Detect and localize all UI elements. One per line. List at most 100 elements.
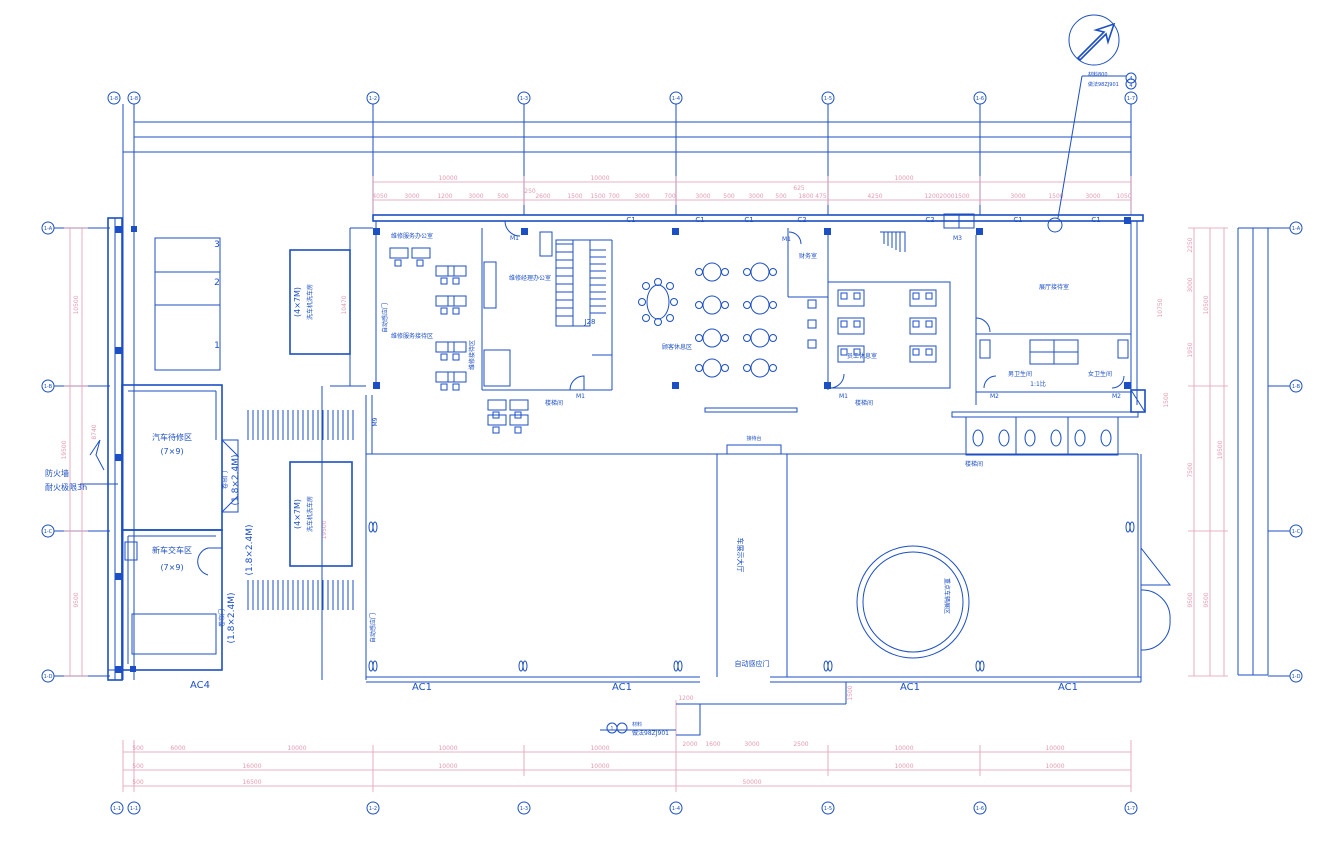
column-detail-marker: [1047, 217, 1063, 233]
ac-unit-icon: [372, 660, 378, 672]
wash-top-label: (4×7M): [293, 287, 302, 317]
dim-bottom-r2-3: 10000: [438, 763, 457, 770]
chair-icon: [769, 268, 777, 276]
dim-bottom-r2-5: 10000: [894, 763, 913, 770]
chair-icon: [695, 268, 703, 276]
dim-bottom-r2-6: 10000: [1045, 763, 1064, 770]
parking-lots: 3 2 1: [154, 237, 221, 371]
chair-icon: [670, 298, 678, 306]
desk: [509, 414, 529, 426]
dim-top-seg-4: 3000: [468, 193, 483, 200]
display-label: 重点车辆展区: [943, 578, 951, 614]
chair-icon: [440, 307, 448, 315]
female-wc-label: 女卫生间: [1088, 370, 1112, 378]
grid-label-top-1: 1-8: [110, 96, 118, 102]
delivery-door-icon: [197, 547, 222, 576]
dim-bottom-r2-4: 10000: [590, 763, 609, 770]
grid-bubbles-left: 1-A 1-B 1-C 1-D: [41, 221, 110, 683]
parking-lot-3: 3: [214, 240, 220, 250]
grid-label-top-2: 1-8: [130, 96, 138, 102]
lounge-tables: [638, 262, 777, 378]
desk: [435, 265, 455, 277]
delivery-area-label: 新车交车区: [152, 545, 192, 555]
dim-bottom-r3-3: 50000: [742, 779, 761, 786]
round-table-icon: [750, 358, 770, 378]
cabinet: [483, 261, 497, 309]
chair-icon: [440, 353, 448, 361]
ac-bottom-3: AC1: [900, 682, 920, 693]
dim-top-seg-24: 3000: [1085, 193, 1100, 200]
round-table-icon: [702, 295, 722, 315]
dim-top-seg-10: 3000: [634, 193, 649, 200]
dim-bottom-r1-9: 2500: [793, 741, 808, 748]
ac-unit-icon: [1129, 521, 1135, 533]
chair-icon: [840, 320, 848, 328]
dim-misc-2: 19500: [321, 520, 328, 539]
finance-door-icon: [788, 231, 802, 245]
dim-top-total-3: 10000: [894, 175, 913, 182]
dim-right-9: 9500: [1187, 592, 1194, 607]
dim-left-4: 8740: [91, 424, 98, 439]
round-table-icon: [750, 262, 770, 282]
chair-icon: [666, 314, 674, 322]
ac-unit-icon: [518, 660, 524, 672]
round-table-icon: [750, 295, 770, 315]
entrance-canopy: [676, 703, 701, 736]
bottom-dimensions: 500 6000 10000 10000 10000 2000 1600 300…: [122, 700, 1132, 792]
grid-label-bottom-5: 1-4: [672, 806, 680, 812]
right-dimensions: 2250 3000 10500 10750 1950 1500 7500 195…: [1157, 227, 1228, 677]
dim-right-4: 10750: [1157, 298, 1164, 317]
dim-top-seg-1: 4050: [372, 193, 387, 200]
top-dimensions: 10000 10000 10000 625 250 4050 3000 1200…: [372, 175, 1132, 215]
meeting-door-icon: [975, 317, 991, 333]
auto-door-mid-label: 自动感应门: [369, 613, 377, 643]
door-m2-a: M2: [990, 393, 999, 400]
spec-bottom-1: 材料: [632, 721, 642, 728]
chair-icon: [769, 364, 777, 372]
ac-bottom-1: AC1: [412, 682, 432, 693]
wash-bay-bottom: [289, 461, 353, 567]
desk: [435, 371, 455, 383]
door-b-label: (1.8×2.4M): [245, 525, 255, 576]
dim-right-3: 10500: [1203, 295, 1210, 314]
dim-top-seg-7: 1500: [567, 193, 582, 200]
left-columns: [115, 226, 137, 673]
dim-top-seg-9: 700: [608, 193, 620, 200]
filing-cabinet: [483, 349, 511, 387]
service-office-label: 维修经理办公室: [509, 274, 551, 282]
chair-icon: [912, 292, 920, 300]
detail-leader-top: [1057, 75, 1083, 219]
grid-label-bottom-6: 1-5: [824, 806, 832, 812]
chair-icon: [721, 334, 729, 342]
dim-bottom-r1-8: 3000: [744, 741, 759, 748]
window-c1-a: C1: [626, 216, 635, 224]
grid-bubbles-right: 1-A 1-B 1-C 1-D: [1268, 221, 1303, 683]
grid-bubbles-bottom: 1-1 1-1 1-2 1-3 1-4 1-5 1-6 1-7: [110, 801, 1138, 815]
door-m1-north: M1: [510, 235, 519, 242]
reception-desk: [726, 444, 782, 455]
corridor-c-label: 楼梯间: [965, 460, 983, 468]
ac-unit-icon: [368, 521, 374, 533]
wash-ramps: [247, 410, 354, 610]
desk: [435, 341, 455, 353]
fire-hydrant-icon: [124, 541, 138, 561]
chair-icon: [912, 348, 920, 356]
chair-icon: [925, 348, 933, 356]
parking-lot-2: 2: [214, 278, 220, 288]
wc-door-b-icon: [1111, 375, 1125, 389]
delivery-area-size: (7×9): [160, 563, 183, 572]
dim-bottom-r1-5: 10000: [590, 745, 609, 752]
grid-bubbles-top: 1-8 1-8 1-2 1-3 1-4 1-5 1-6 1-7: [107, 91, 1138, 105]
parts-room-label: 维修服务接待区: [391, 332, 433, 340]
door-m3-label: M3: [953, 235, 962, 242]
chair-icon: [853, 292, 861, 300]
dim-right-1: 2250: [1187, 237, 1194, 252]
window-c2-b: C2: [925, 216, 934, 224]
chair-icon: [492, 426, 500, 434]
meeting-label: 展厅接待室: [1039, 283, 1069, 291]
auto-door-bottom-label: 自动感应门: [735, 659, 770, 668]
dim-left-1: 10500: [73, 295, 80, 314]
chair-icon: [840, 348, 848, 356]
dim-top-seg-8: 1500: [590, 193, 605, 200]
